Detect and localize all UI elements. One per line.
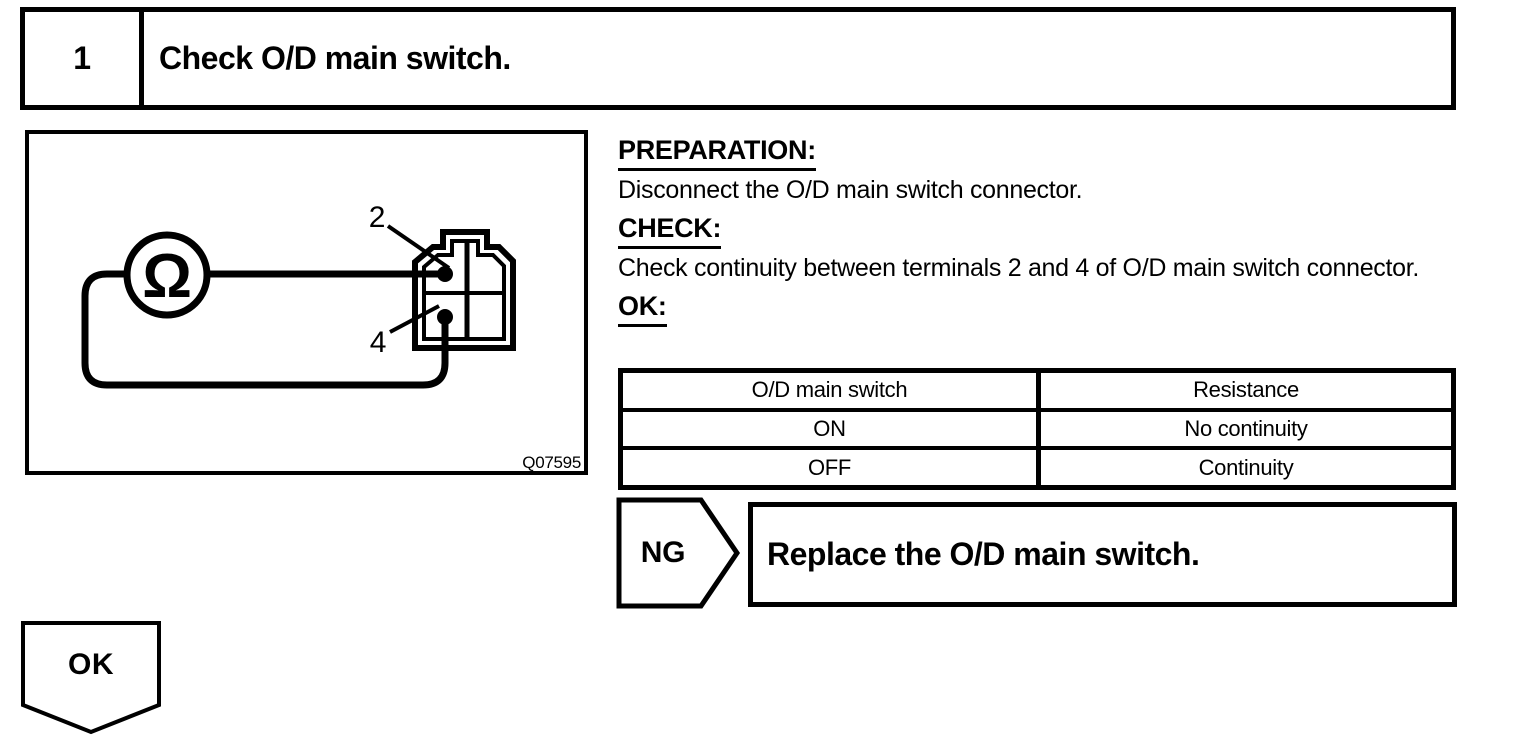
table-cell-switch-on: ON: [813, 416, 846, 441]
ng-label: NG: [640, 536, 686, 569]
ohm-symbol: Ω: [142, 242, 191, 311]
table-cell-resistance-on: No continuity: [1036, 411, 1451, 447]
connector-outline: [412, 229, 516, 351]
terminal-2-label: 2: [369, 201, 385, 234]
ok-label: OK: [68, 648, 114, 681]
preparation-heading: PREPARATION:: [618, 131, 1470, 171]
ng-action-box: Replace the O/D main switch.: [748, 502, 1457, 607]
terminal-2-dot: [437, 266, 453, 282]
table-row-on: ON No continuity: [623, 407, 1451, 447]
circuit-diagram: Ω 2 4 Q07595: [25, 130, 588, 475]
table-cell-switch-off: OFF: [807, 454, 852, 480]
test-wires: [81, 270, 449, 389]
wire-to-terminal-4: [81, 270, 449, 389]
ng-pentagon: [616, 497, 741, 609]
ng-action-text: Replace the O/D main switch.: [767, 536, 1200, 572]
step-title: Check O/D main switch.: [159, 40, 511, 76]
results-table: O/D main switch Resistance ON No continu…: [618, 368, 1456, 490]
ok-pentagon: [21, 621, 161, 735]
check-heading: CHECK:: [618, 209, 1470, 249]
check-text: Check continuity between terminals 2 and…: [618, 254, 1420, 282]
terminal-4-dot: [437, 309, 453, 325]
step-header: 1 Check O/D main switch.: [20, 7, 1456, 110]
table-cell-resistance-off: Continuity: [1036, 450, 1451, 486]
table-row-off: OFF Continuity: [623, 446, 1451, 486]
ok-heading: OK:: [618, 287, 1470, 327]
terminal-4-label: 4: [370, 326, 386, 359]
table-col-header-switch: O/D main switch: [751, 377, 908, 403]
instructions: PREPARATION: Disconnect the O/D main swi…: [618, 131, 1470, 327]
table-col-header-resistance: Resistance: [1036, 373, 1451, 408]
terminal-2-leader-line: [386, 224, 451, 270]
preparation-text: Disconnect the O/D main switch connector…: [618, 176, 1083, 204]
figure-code: Q07595: [522, 453, 581, 472]
terminal-4-leader-line: [389, 304, 440, 334]
step-number: 1: [25, 12, 144, 105]
figure-border: [25, 130, 588, 475]
ohmmeter-icon: Ω: [123, 231, 211, 319]
table-header-row: O/D main switch Resistance: [623, 373, 1451, 408]
